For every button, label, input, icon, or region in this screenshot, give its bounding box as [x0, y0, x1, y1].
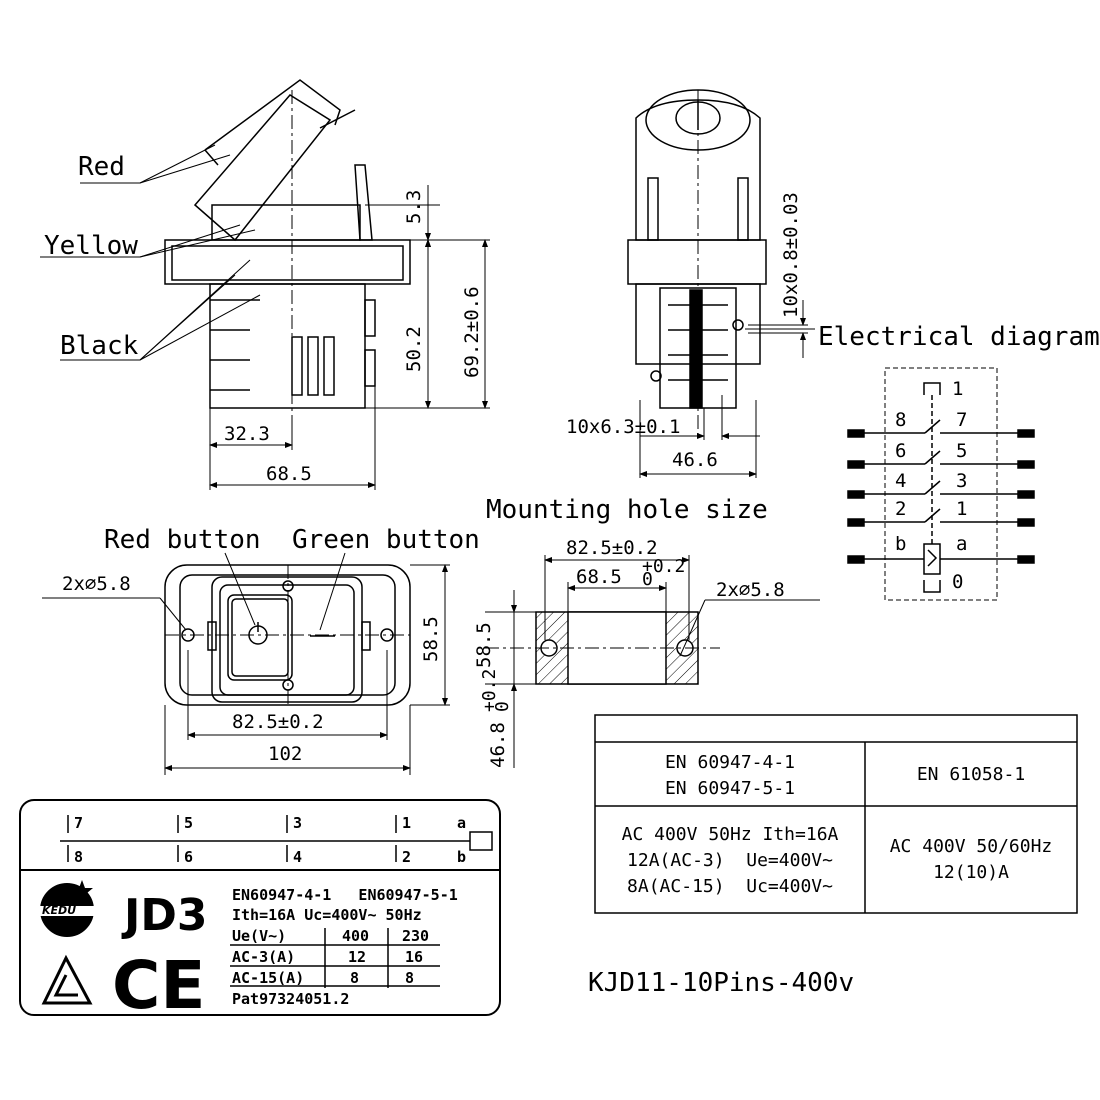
dim-front-width: 46.6	[672, 449, 718, 471]
dim-mount-cut-tol-low: 0	[492, 701, 513, 712]
dim-pin-width: 10x6.3±0.1	[566, 416, 680, 438]
electrical-diagram	[847, 367, 1035, 601]
brand-name: KEDU	[42, 904, 76, 917]
terminal-7: 7	[74, 814, 83, 832]
label-electrical-diagram: Electrical diagram	[818, 322, 1100, 352]
dim-mount-hole: 2x∅5.8	[716, 579, 785, 601]
ce-mark: CE	[112, 947, 206, 1024]
terminal-a: a	[457, 814, 466, 832]
mounting-hole-drawing	[485, 555, 820, 768]
star-icon	[71, 880, 93, 901]
diagram-top-label: 1	[952, 378, 963, 400]
row5-left: b	[895, 533, 906, 555]
spec-right-body-1: AC 400V 50/60Hz	[890, 836, 1053, 857]
dim-width: 68.5	[266, 463, 312, 485]
dim-mount-inner: 68.5	[576, 566, 622, 588]
model-name: KJD11-10Pins-400v	[588, 968, 855, 998]
side-lid	[193, 94, 332, 242]
row2-right: 5	[956, 440, 967, 462]
dim-body-height: 50.2	[403, 326, 425, 372]
label-black: Black	[60, 331, 139, 361]
label-green-button: Green button	[292, 525, 480, 555]
row1-left: 8	[895, 409, 906, 431]
terminal-4: 4	[293, 848, 302, 866]
spec-left-header-1: EN 60947-4-1	[665, 752, 795, 773]
dim-top-width: 102	[268, 743, 302, 765]
spec-right-body-2: 12(10)A	[933, 862, 1009, 883]
front-flange	[627, 239, 767, 285]
terminal-6: 6	[184, 848, 193, 866]
spec-right-header: EN 61058-1	[917, 764, 1025, 785]
dim-mount-inner-tol-low: 0	[642, 569, 653, 590]
rating-row2-label: AC-3(A)	[232, 948, 295, 966]
row1-right: 7	[956, 409, 967, 431]
rating-row1-v2: 230	[402, 927, 429, 945]
row5-right: a	[956, 533, 967, 555]
dim-pin-height: 10x0.8±0.03	[780, 192, 802, 318]
side-view	[40, 79, 490, 490]
spec-left-header-2: EN 60947-5-1	[665, 778, 795, 799]
spec-left-body-2: 12A(AC-3) Ue=400V~	[627, 850, 833, 871]
top-view	[42, 552, 450, 775]
rating-row1-v1: 400	[342, 927, 369, 945]
mounting-title: Mounting hole size	[486, 495, 768, 525]
dim-total-height: 69.2±0.6	[461, 286, 483, 378]
row4-right: 1	[956, 498, 967, 520]
terminal-b: b	[457, 848, 466, 866]
label-red: Red	[78, 152, 125, 182]
terminal-3: 3	[293, 814, 302, 832]
diagram-bottom-label: 0	[952, 571, 963, 593]
label-yellow: Yellow	[44, 231, 138, 261]
spec-left-body-3: 8A(AC-15) Uc=400V~	[627, 876, 833, 897]
dim-top-hole: 2x∅5.8	[62, 573, 131, 595]
dim-top-height: 58.5	[420, 616, 442, 662]
rating-row2-v2: 16	[405, 948, 423, 966]
dim-mount-height: 58.5	[473, 622, 495, 668]
spec-table	[594, 714, 1078, 914]
contact-row-2-1	[847, 508, 1035, 527]
nameplate	[19, 799, 501, 1016]
side-lower-body	[209, 283, 366, 409]
dim-offset: 32.3	[224, 423, 270, 445]
row3-right: 3	[956, 470, 967, 492]
rating-row1-label: Ue(V~)	[232, 927, 286, 945]
contact-row-4-3	[847, 480, 1035, 499]
contact-row-6-5	[847, 450, 1035, 469]
model-jd3: JD3	[121, 890, 208, 941]
dim-mount-outer: 82.5±0.2	[566, 537, 658, 559]
dim-mount-cut-tol: +0.2	[479, 669, 500, 712]
nameplate-ratings: Ith=16A Uc=400V~ 50Hz	[232, 906, 422, 924]
side-upper-housing	[211, 204, 361, 241]
rating-row3-v2: 8	[405, 969, 414, 987]
dim-top-hole-spacing: 82.5±0.2	[232, 711, 324, 733]
dim-mount-cut-height: 46.8	[487, 722, 509, 768]
contact-row-8-7	[847, 419, 1035, 438]
terminal-1: 1	[402, 814, 411, 832]
coil-row-b-a	[847, 543, 1035, 575]
row2-left: 6	[895, 440, 906, 462]
dim-top-gap: 5.3	[403, 190, 425, 224]
row4-left: 2	[895, 498, 906, 520]
coil-symbol-icon	[469, 831, 493, 851]
terminal-5: 5	[184, 814, 193, 832]
rating-row3-v1: 8	[350, 969, 359, 987]
nameplate-standards: EN60947-4-1 EN60947-5-1	[232, 886, 458, 904]
row3-left: 4	[895, 470, 906, 492]
nameplate-patent: Pat97324051.2	[232, 990, 349, 1008]
front-view	[627, 89, 815, 478]
label-red-button: Red button	[104, 525, 261, 555]
rating-row3-label: AC-15(A)	[232, 969, 304, 987]
red-button	[227, 594, 293, 681]
coil-icon	[923, 543, 941, 575]
terminal-8: 8	[74, 848, 83, 866]
spec-left-body-1: AC 400V 50Hz Ith=16A	[622, 824, 839, 845]
warning-triangle-icon	[41, 954, 93, 1005]
terminal-2: 2	[402, 848, 411, 866]
rating-row2-v1: 12	[348, 948, 366, 966]
dim-mount-inner-tol: +0.2	[642, 556, 685, 577]
